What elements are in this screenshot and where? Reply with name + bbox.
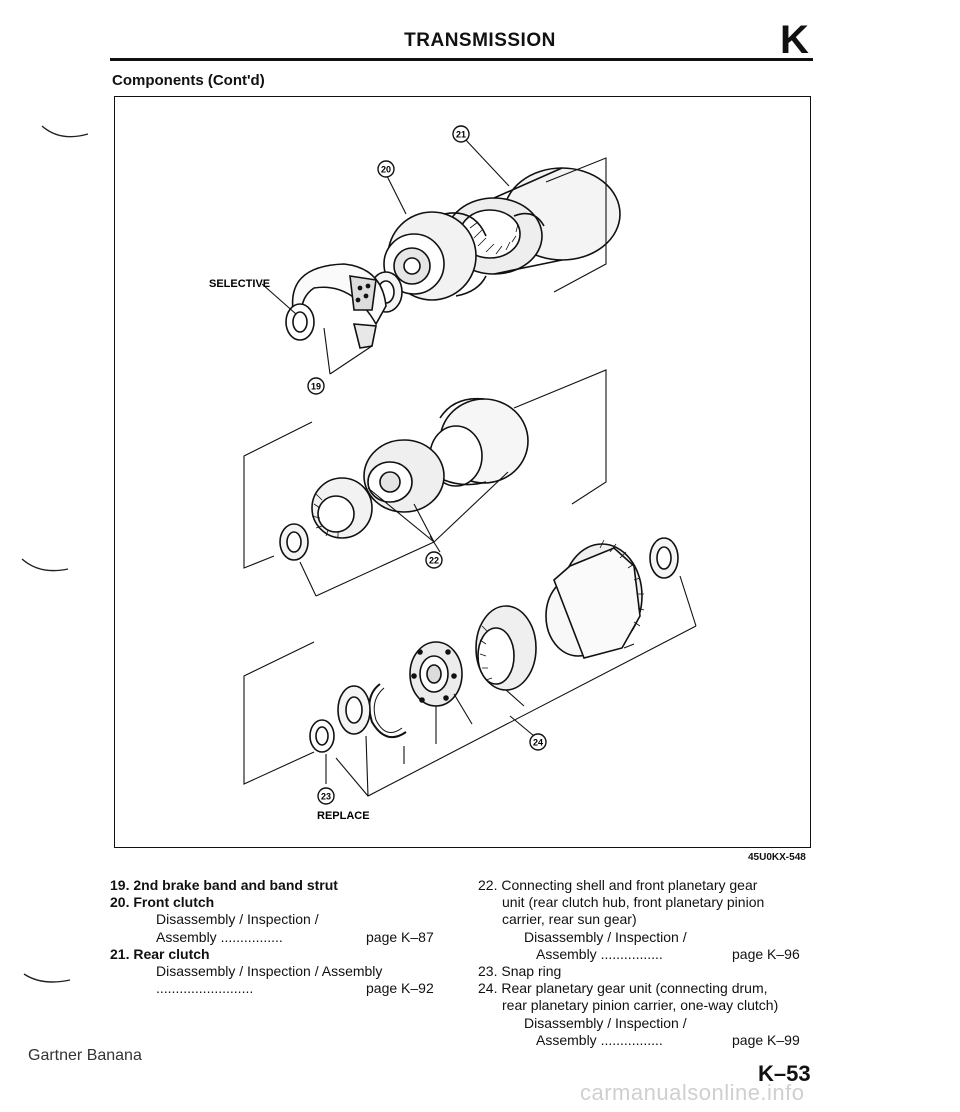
legend-line: 22. Connecting shell and front planetary… bbox=[478, 877, 778, 894]
callout-20: 20 bbox=[377, 160, 395, 178]
page-header-title: TRANSMISSION bbox=[404, 30, 556, 51]
legend-text: 22. Connecting shell and front planetary… bbox=[478, 877, 758, 893]
section-title: Components (Cont'd) bbox=[112, 72, 265, 89]
snap-ring-part bbox=[368, 683, 407, 739]
legend-text: ......................... bbox=[156, 980, 254, 997]
callout-19: 19 bbox=[307, 377, 325, 395]
legend-text: Assembly ................ bbox=[156, 928, 283, 945]
legend-text: 20. Front clutch bbox=[110, 894, 215, 911]
callout-22: 22 bbox=[425, 551, 443, 569]
replace-label: REPLACE bbox=[317, 810, 370, 822]
legend-text: Disassembly / Inspection / bbox=[524, 928, 687, 945]
watermark-text: Gartner Banana bbox=[28, 1047, 142, 1064]
legend-page-ref: page K–87 bbox=[366, 928, 434, 945]
callout-24: 24 bbox=[529, 733, 547, 751]
legend-text: Disassembly / Inspection / bbox=[156, 911, 319, 928]
legend-line: Assembly ................ page K–99 bbox=[478, 1031, 800, 1049]
legend-page-ref: page K–92 bbox=[366, 980, 434, 997]
callout-label: 24 bbox=[533, 738, 543, 748]
legend-right-column: 22. Connecting shell and front planetary… bbox=[478, 877, 800, 1049]
legend-text: Assembly ................ bbox=[536, 945, 663, 962]
legend-text: 19. 2nd brake band and band strut bbox=[110, 877, 338, 893]
legend-line: 19. 2nd brake band and band strut bbox=[110, 877, 382, 894]
legend-line: ......................... page K–92 bbox=[110, 980, 434, 997]
legend-line: rear planetary pinion carrier, one-way c… bbox=[478, 997, 778, 1014]
legend-text: unit (rear clutch hub, front planetary p… bbox=[502, 894, 765, 911]
legend-line: 20. Front clutch bbox=[110, 894, 382, 911]
legend-page-ref: page K–96 bbox=[732, 945, 800, 962]
legend-line: 23. Snap ring bbox=[478, 963, 778, 980]
legend-text: 24. Rear planetary gear unit (connecting… bbox=[478, 980, 768, 997]
connecting-shell-part bbox=[311, 397, 529, 539]
callout-label: 20 bbox=[381, 165, 391, 175]
callout-label: 22 bbox=[429, 556, 439, 566]
legend-text: Disassembly / Inspection / Assembly bbox=[156, 963, 383, 980]
header-rule bbox=[110, 58, 813, 61]
legend-line: Disassembly / Inspection / bbox=[110, 911, 382, 928]
legend-line: Disassembly / Inspection / bbox=[478, 929, 778, 946]
callout-label: 19 bbox=[311, 382, 321, 392]
legend-line: Assembly ................ page K–87 bbox=[110, 928, 434, 946]
legend-text: 23. Snap ring bbox=[478, 963, 562, 980]
site-watermark: carmanualsonline.info bbox=[580, 1080, 805, 1105]
legend-text: rear planetary pinion carrier, one-way c… bbox=[502, 997, 779, 1014]
legend-text: carrier, rear sun gear) bbox=[502, 911, 637, 928]
leader-lines-upper bbox=[261, 137, 607, 375]
figure-frame bbox=[114, 96, 811, 848]
callout-label: 21 bbox=[456, 130, 466, 140]
exploded-view-diagram: 21 20 19 22 24 23 SELECTIVE REPLACE bbox=[209, 125, 697, 822]
legend-line: Disassembly / Inspection / bbox=[478, 1015, 778, 1032]
legend-text: Disassembly / Inspection / bbox=[524, 1014, 687, 1031]
legend-page-ref: page K–99 bbox=[732, 1031, 800, 1048]
margin-mark bbox=[41, 125, 89, 138]
brake-band-part bbox=[285, 263, 387, 349]
legend-text: Assembly ................ bbox=[536, 1031, 663, 1048]
legend-line: unit (rear clutch hub, front planetary p… bbox=[478, 894, 778, 911]
legend-line: Assembly ................ page K–96 bbox=[478, 945, 800, 963]
leader-lines-middle bbox=[243, 369, 607, 597]
callout-23: 23 bbox=[317, 787, 335, 805]
legend-line: carrier, rear sun gear) bbox=[478, 911, 778, 928]
figure-code: 45U0KX-548 bbox=[748, 852, 806, 863]
margin-mark bbox=[23, 973, 71, 983]
thrust-washer-part bbox=[279, 523, 309, 561]
selective-label: SELECTIVE bbox=[209, 278, 270, 290]
legend-line: 24. Rear planetary gear unit (connecting… bbox=[478, 980, 778, 997]
leader-lines-lower bbox=[243, 575, 697, 797]
callout-label: 23 bbox=[321, 792, 331, 802]
margin-mark bbox=[21, 558, 69, 572]
section-letter: K bbox=[780, 18, 809, 62]
legend-line: Disassembly / Inspection / Assembly bbox=[110, 963, 382, 980]
legend-line: 21. Rear clutch bbox=[110, 946, 382, 963]
washer-lower-part bbox=[309, 537, 679, 753]
callout-21: 21 bbox=[452, 125, 470, 143]
page-number: K–53 bbox=[758, 1061, 811, 1086]
rear-planetary-part bbox=[409, 539, 645, 707]
legend-text: 21. Rear clutch bbox=[110, 945, 210, 962]
